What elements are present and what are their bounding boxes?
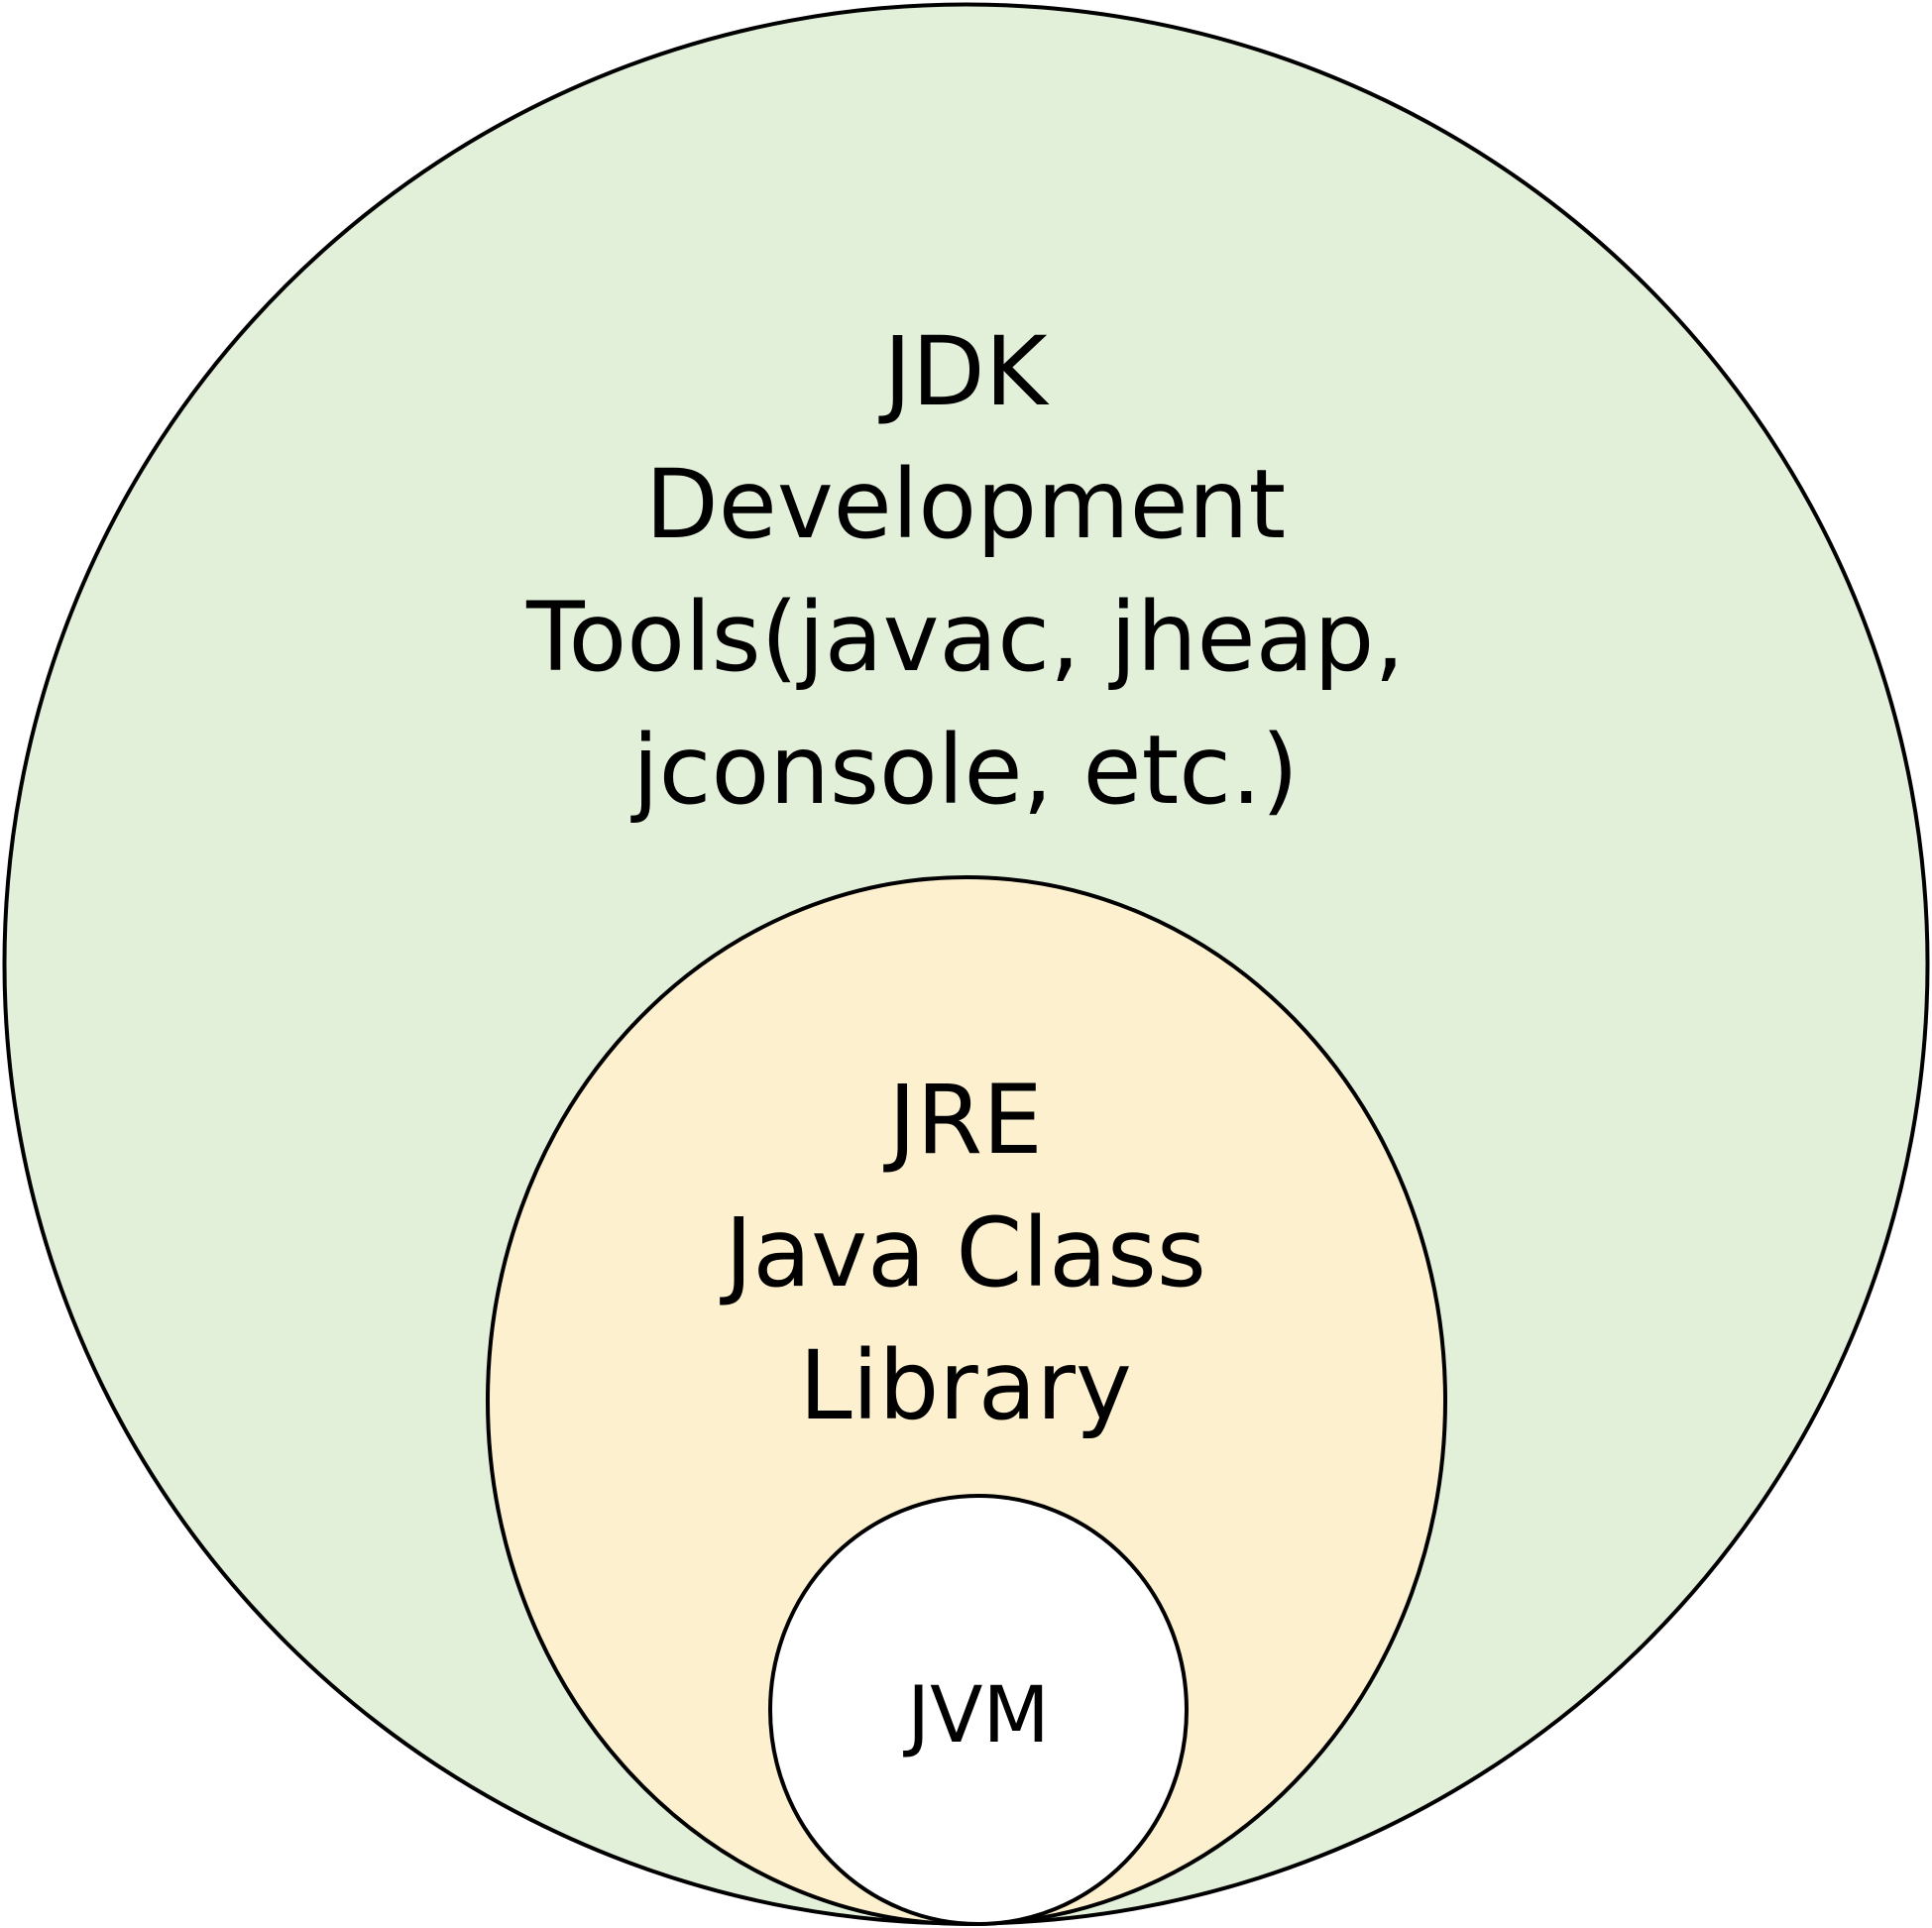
jdk-line-tools-cont: jconsole, etc.) bbox=[630, 715, 1299, 826]
jvm-ellipse bbox=[768, 1494, 1189, 1926]
jvm-title: JVM bbox=[902, 1671, 1050, 1760]
jdk-title: JDK bbox=[878, 316, 1049, 427]
jre-title: JRE bbox=[883, 1065, 1043, 1176]
jdk-line-development: Development bbox=[645, 449, 1286, 560]
jdk-line-tools: Tools(javac, jheap, bbox=[525, 582, 1405, 693]
jre-line-java-class: Java Class bbox=[720, 1197, 1206, 1308]
jre-line-library: Library bbox=[799, 1330, 1132, 1441]
